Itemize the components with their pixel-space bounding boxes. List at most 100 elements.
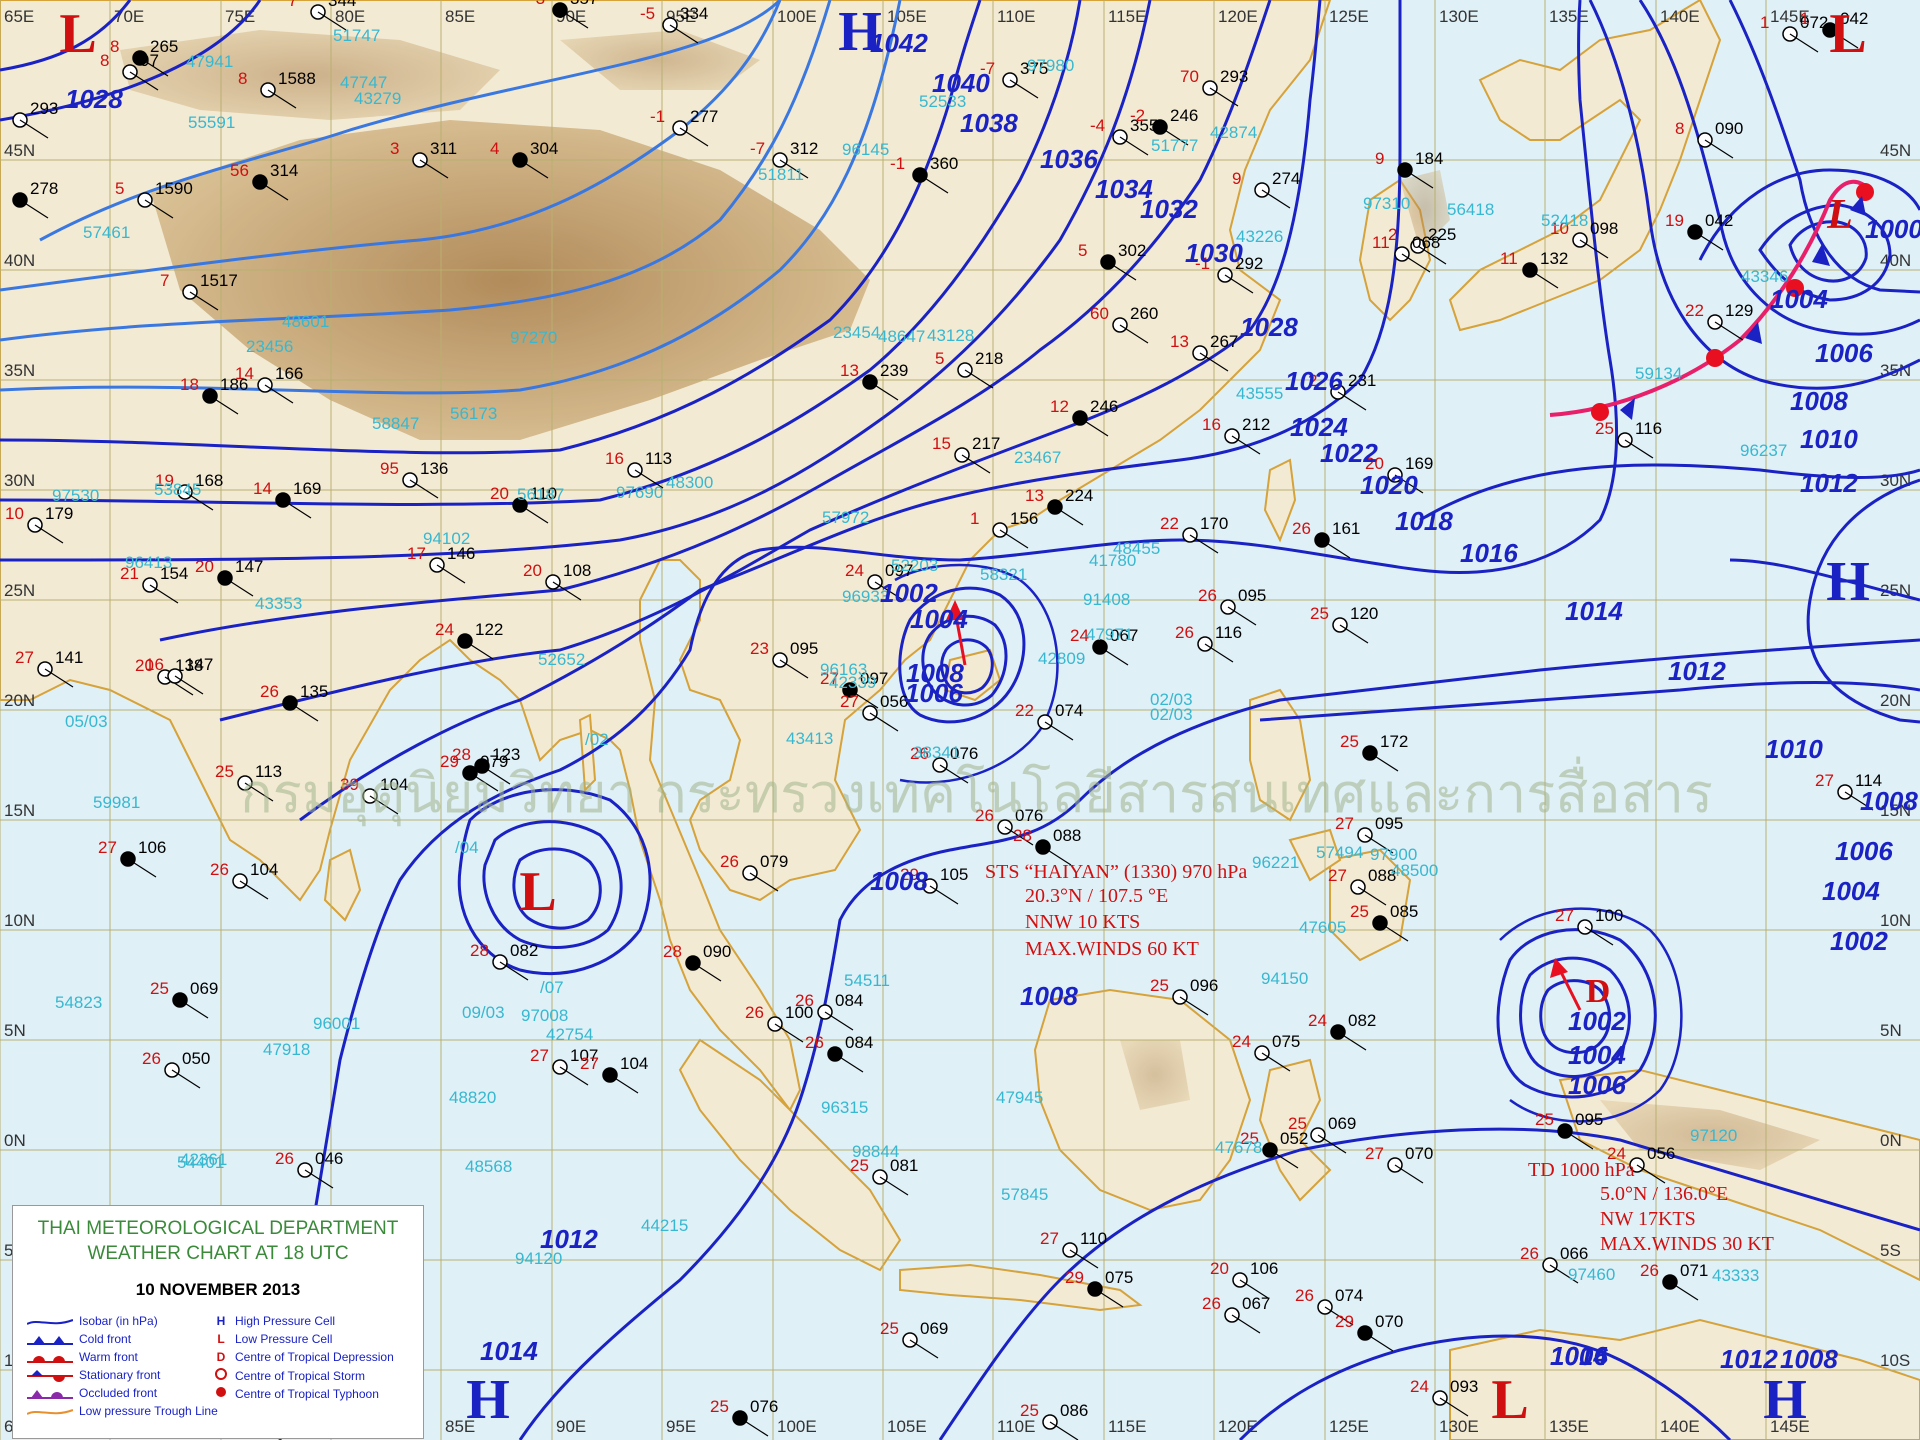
station-wind-barb (189, 291, 219, 311)
station-pressure: 224 (1065, 486, 1093, 505)
high-pressure-centre: H (466, 1369, 510, 1431)
lon-label-top: 100E (777, 7, 817, 26)
station-pressure: 067 (1242, 1294, 1270, 1313)
station-temperature: 10 (1550, 219, 1569, 238)
station-wind-barb (1369, 752, 1399, 772)
isobar-label: 1026 (1285, 366, 1343, 396)
lat-label-left: 5N (4, 1021, 26, 1040)
station-pressure: 108 (563, 561, 591, 580)
station-pressure: 069 (1328, 1114, 1356, 1133)
extra-label: /02 (585, 730, 609, 749)
station-wind-barb (19, 199, 49, 219)
station-pressure: 186 (220, 375, 248, 394)
station-plot: 978 (100, 51, 159, 91)
station-pressure: 069 (920, 1319, 948, 1338)
station-wind-barb (409, 479, 439, 499)
station-plot: 2785 (12, 179, 58, 219)
station-temperature: -7 (980, 59, 995, 78)
isobar-label: 1008 (870, 866, 928, 896)
station-pressure: 050 (182, 1049, 210, 1068)
station-temperature: 26 (260, 682, 279, 701)
station-pressure: 076 (750, 1397, 778, 1416)
station-wind-barb (779, 659, 809, 679)
station-wind-barb (1339, 624, 1369, 644)
station-temperature: 16 (605, 449, 624, 468)
station-pressure: 277 (690, 107, 718, 126)
legend-date: 10 NOVEMBER 2013 (135, 1280, 301, 1299)
station-wind-barb (1119, 136, 1149, 156)
station-wind-barb (1227, 606, 1257, 626)
station-wind-barb (1107, 261, 1137, 281)
isobar-label: 1014 (1550, 1341, 1608, 1371)
station-wind-barb (1324, 1306, 1354, 1326)
land-java (899, 1263, 1143, 1312)
legend-item-label: Centre of Tropical Depression (235, 1350, 394, 1364)
station-pressure: 147 (185, 655, 213, 674)
station-id: 96237 (1740, 441, 1787, 460)
station-temperature: 27 (98, 838, 117, 857)
station-id: 56187 (517, 485, 564, 504)
station-pressure: 120 (1350, 604, 1378, 623)
station-pressure: 106 (138, 838, 166, 857)
isobar-label: 1014 (480, 1336, 538, 1366)
station-pressure: 218 (975, 349, 1003, 368)
station-id: 53845 (154, 480, 201, 499)
extra-label: 02/03 (1150, 690, 1193, 709)
station-temperature: 24 (1232, 1032, 1251, 1051)
station-id: 54401 (177, 1153, 224, 1172)
station-pressure: 184 (1415, 149, 1443, 168)
land-visayas (1288, 828, 1342, 882)
station-id: 54511 (844, 971, 890, 990)
station-wind-barb (1829, 29, 1859, 49)
station-id: 97008 (521, 1006, 568, 1025)
station-wind-barb (419, 159, 449, 179)
station-wind-barb (436, 564, 466, 584)
lon-label-top: 105E (887, 7, 927, 26)
station-id: 43333 (1712, 1266, 1759, 1285)
isobar-label: 1000 (1865, 214, 1920, 244)
station-id: 23467 (1014, 448, 1061, 467)
station-wind-barb (499, 961, 529, 981)
station-id: 23454 (833, 323, 880, 342)
station-temperature: -4 (1090, 116, 1105, 135)
station-wind-barb (224, 577, 254, 597)
station-pressure: 046 (315, 1149, 343, 1168)
station-pressure: 107 (570, 1046, 598, 1065)
station-pressure: 071 (1680, 1261, 1708, 1280)
station-temperature: 26 (1520, 1244, 1539, 1263)
isobar-label: 1036 (1040, 144, 1098, 174)
station-pressure: 076 (1015, 806, 1043, 825)
station-temperature: 1 (970, 509, 979, 528)
station-wind-barb (1189, 534, 1219, 554)
lon-label-bottom: 105E (887, 1417, 927, 1436)
station-id: 48647 (878, 327, 925, 346)
lat-label-right: 40N (1880, 251, 1911, 270)
legend-item-label: Stationary front (79, 1368, 161, 1382)
station-pressure: 265 (150, 37, 178, 56)
station-pressure: 052 (1280, 1129, 1308, 1148)
station-temperature: 5 (115, 179, 124, 198)
station-temperature: -1 (1195, 254, 1210, 273)
station-temperature: 25 (1240, 1129, 1259, 1148)
station-pressure: 166 (275, 364, 303, 383)
isobar-label: 1038 (960, 108, 1018, 138)
station-wind-barb (1079, 417, 1109, 437)
station-wind-barb (609, 1074, 639, 1094)
